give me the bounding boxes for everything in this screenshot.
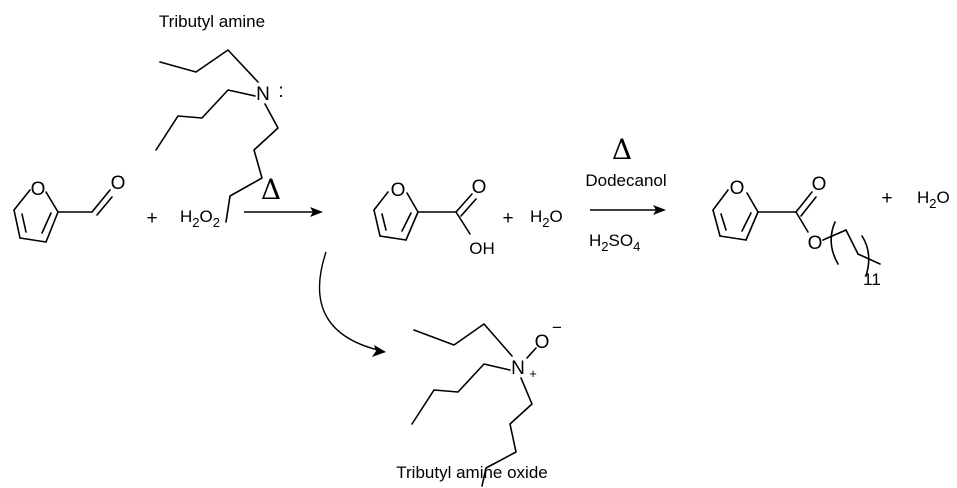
methylene-repeat-count: 11 <box>863 270 881 289</box>
curved-reaction-arrow <box>318 251 386 357</box>
heat-symbol-2: Δ <box>612 133 632 166</box>
amine-oxide-nitrogen: N <box>511 358 525 379</box>
furoic-acid-hydroxyl: OH <box>469 239 495 258</box>
heat-symbol-1: Δ <box>261 173 281 206</box>
hydrogen-peroxide-formula: H2O2 <box>180 207 220 230</box>
amine-oxide-positive-charge: + <box>529 366 537 381</box>
furfural-ring-oxygen: O <box>31 179 46 200</box>
sulfuric-acid-formula: H2SO4 <box>589 231 640 254</box>
furfural-molecule: O O <box>13 173 126 243</box>
furoic-acid-carbonyl-oxygen: O <box>472 177 487 198</box>
ester-ring-oxygen: O <box>730 178 745 199</box>
ester-carbonyl-oxygen: O <box>812 174 827 195</box>
furoic-acid-ring-oxygen: O <box>391 180 406 201</box>
furfural-carbonyl-oxygen: O <box>111 173 126 194</box>
water-formula-1: H2O <box>530 207 563 230</box>
amine-oxide-oxygen: O <box>535 332 550 353</box>
tributylamine-lone-pair: : <box>278 81 283 102</box>
plus-sign-2: + <box>502 208 513 229</box>
plus-sign-3: + <box>881 188 892 209</box>
plus-sign-1: + <box>146 208 157 229</box>
tributylamine-nitrogen: N <box>256 84 270 105</box>
reaction-arrow-2 <box>590 205 666 215</box>
tributylamine-oxide-label: Tributyl amine oxide <box>396 463 548 482</box>
tributylamine-molecule: N : <box>155 49 284 223</box>
amine-oxide-negative-charge: − <box>552 318 562 337</box>
dodecanol-label: Dodecanol <box>585 171 666 190</box>
dodecyl-furoate-molecule: O O O 11 <box>712 174 881 289</box>
water-formula-2: H2O <box>917 188 950 211</box>
tributylamine-label: Tributyl amine <box>159 12 265 31</box>
reaction-arrow-1 <box>244 207 323 217</box>
tributylamine-oxide-molecule: N + O − <box>411 318 562 487</box>
furoic-acid-molecule: O O OH <box>373 177 495 258</box>
ester-linking-oxygen: O <box>808 233 823 254</box>
